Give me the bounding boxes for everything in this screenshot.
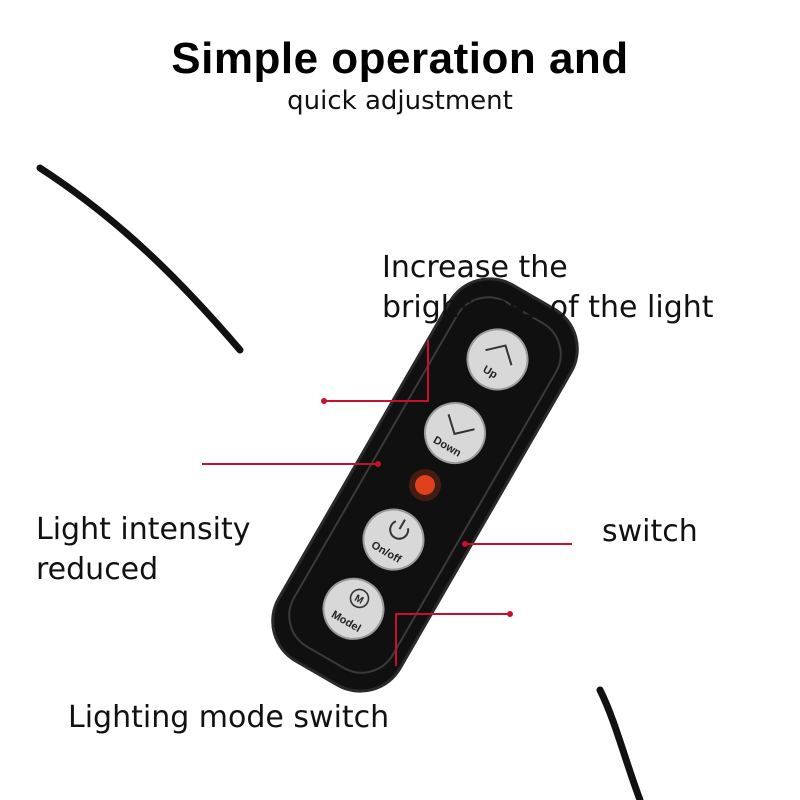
indicator-led xyxy=(415,475,435,495)
callout-mode: Lighting mode switch xyxy=(68,700,390,735)
callout-down-line1: Light intensity xyxy=(36,512,251,547)
callout-down: Light intensity reduced xyxy=(36,510,250,590)
callout-line-up xyxy=(324,340,429,402)
callout-up-line2: brightness of the light xyxy=(382,290,714,325)
power-icon xyxy=(389,519,410,540)
output-cable xyxy=(596,686,644,800)
page-title: Simple operation and xyxy=(171,34,629,83)
controller-highlight xyxy=(288,296,562,674)
page-subtitle: quick adjustment xyxy=(287,86,513,116)
callout-lines xyxy=(202,340,572,666)
on-off-button[interactable]: On/off xyxy=(353,499,435,581)
callout-down-line2: reduced xyxy=(36,552,159,587)
callout-line-mode xyxy=(395,613,510,666)
callout-switch: switch xyxy=(602,514,698,549)
input-cable xyxy=(36,164,244,354)
mode-button[interactable]: M Model xyxy=(313,568,395,650)
chevron-up-icon xyxy=(485,344,513,366)
callout-up: Increase the brightness of the light xyxy=(382,248,714,328)
down-button[interactable]: Down xyxy=(414,392,496,474)
chevron-down-icon xyxy=(447,413,475,436)
up-button[interactable]: Up xyxy=(457,318,539,400)
callout-up-line1: Increase the xyxy=(382,250,568,285)
